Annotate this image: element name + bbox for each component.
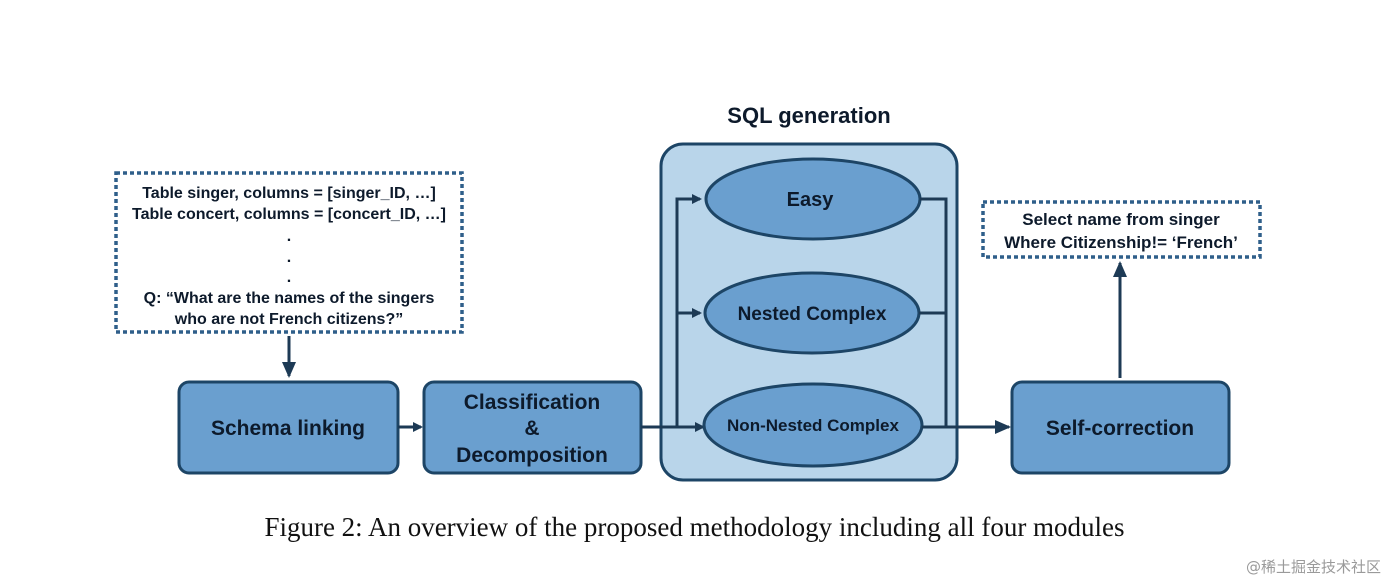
- branch-arrows-in: [641, 194, 705, 432]
- nested-complex-class: Nested Complex: [703, 271, 921, 355]
- self-correction-label: Self-correction: [1046, 417, 1194, 440]
- self-correction-box: Self-correction: [1010, 380, 1231, 475]
- input-question-line-1: Q: “What are the names of the singers: [144, 290, 435, 307]
- input-ellipsis-1: .: [287, 228, 291, 245]
- input-line-1: Table singer, columns = [singer_ID, …]: [142, 185, 436, 202]
- schema-linking-box: Schema linking: [177, 380, 400, 475]
- input-box: Table singer, columns = [singer_ID, …] T…: [114, 171, 464, 334]
- output-line-2: Where Citizenship!= ‘French’: [1004, 233, 1238, 252]
- schema-linking-label: Schema linking: [211, 417, 365, 440]
- non-nested-complex-class: Non-Nested Complex: [702, 382, 924, 468]
- classification-box: Classification & Decomposition: [422, 380, 643, 475]
- easy-label: Easy: [787, 189, 835, 211]
- classification-label-line-1: Classification: [464, 391, 601, 414]
- classification-label-line-2: &: [524, 417, 539, 440]
- input-line-2: Table concert, columns = [concert_ID, …]: [132, 206, 446, 223]
- input-ellipsis-3: .: [287, 269, 291, 286]
- output-line-1: Select name from singer: [1022, 210, 1220, 229]
- figure-caption: Figure 2: An overview of the proposed me…: [264, 512, 1125, 542]
- watermark: @稀土掘金技术社区: [1245, 558, 1381, 576]
- classification-label-line-3: Decomposition: [456, 444, 608, 467]
- easy-class: Easy: [704, 157, 922, 241]
- nested-complex-label: Nested Complex: [738, 304, 887, 325]
- output-box: Select name from singer Where Citizenshi…: [981, 200, 1262, 259]
- branch-arrows-out: [919, 197, 1011, 434]
- input-ellipsis-2: .: [287, 249, 291, 266]
- sql-generation-title: SQL generation: [727, 103, 890, 128]
- non-nested-complex-label: Non-Nested Complex: [727, 416, 899, 435]
- input-question-line-2: who are not French citizens?”: [174, 311, 403, 328]
